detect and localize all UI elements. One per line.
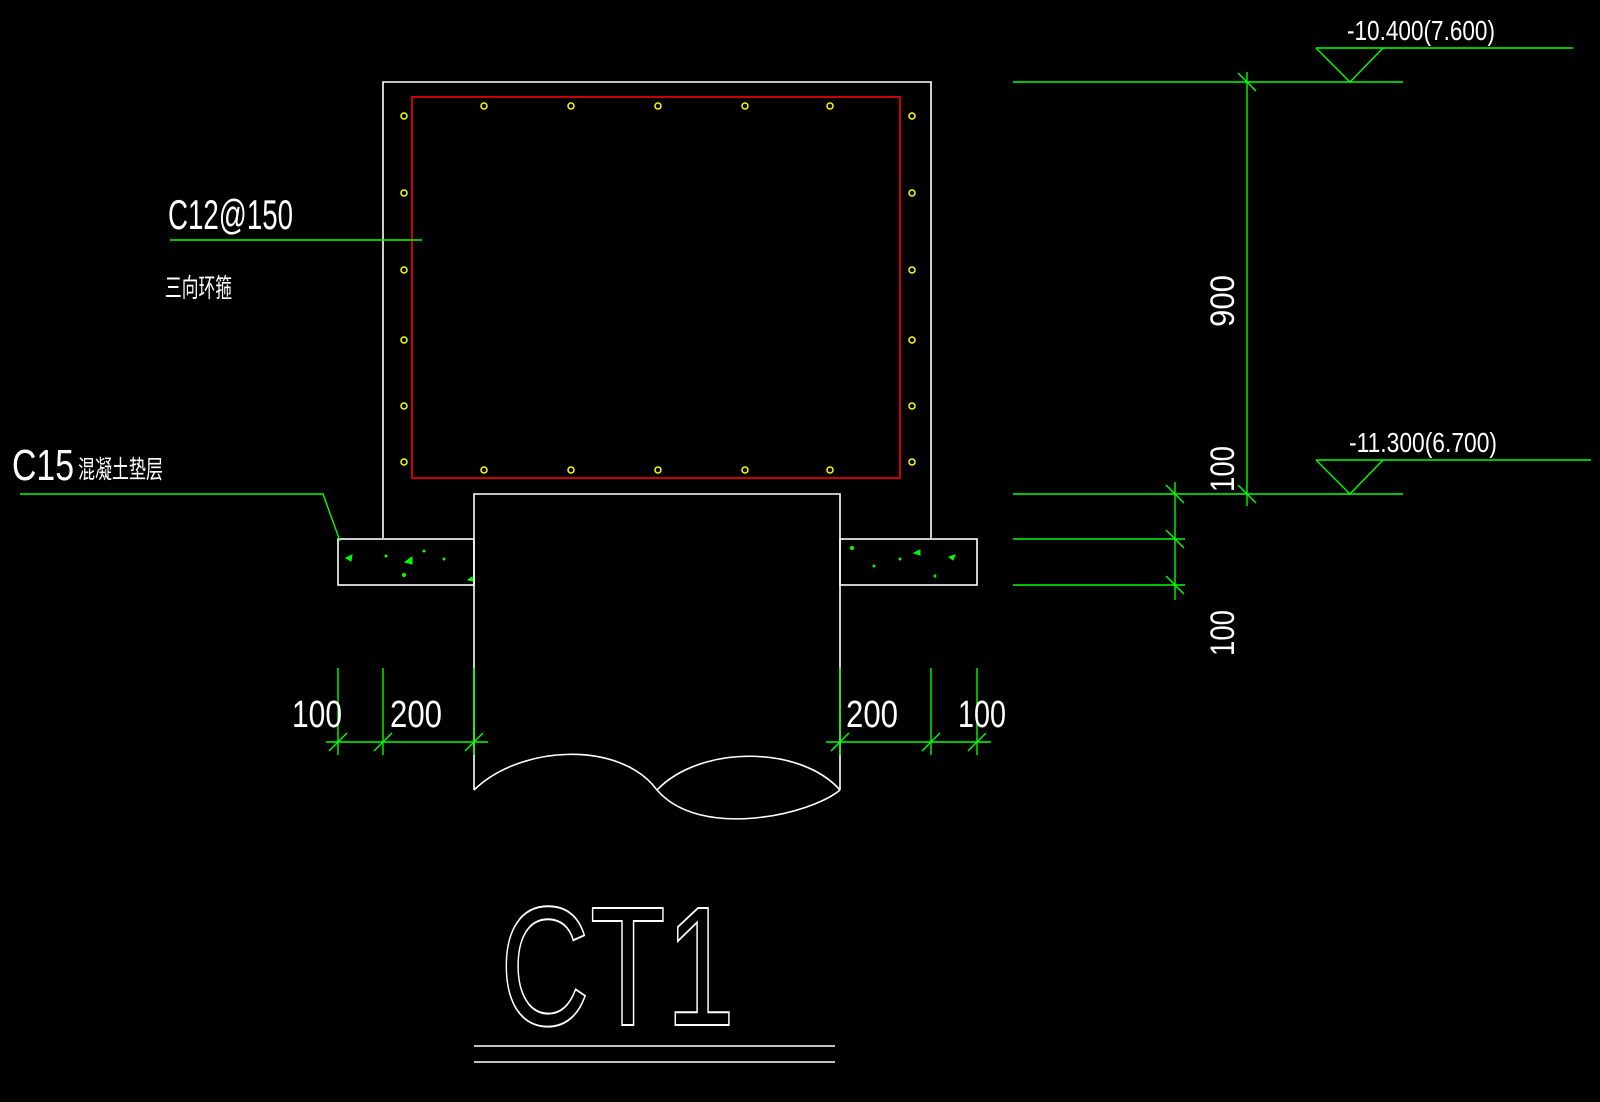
rebar-dot	[741, 102, 749, 110]
cap-outline-walls	[382, 81, 932, 538]
tick-mark	[373, 732, 393, 752]
hatch-mark	[947, 554, 956, 561]
rebar-dot	[908, 266, 916, 274]
cushion-note-label: 混凝土垫层	[78, 455, 163, 484]
tick-mark	[328, 732, 348, 752]
rebar-dots	[400, 102, 916, 474]
rebar-dot	[908, 189, 916, 197]
elevation-top-label: -10.400(7.600)	[1347, 15, 1495, 46]
rebar-dot	[908, 402, 916, 410]
hatch-mark	[466, 576, 474, 582]
elevation-bottom-label: -11.300(6.700)	[1349, 427, 1497, 458]
hatch-mark	[850, 546, 854, 550]
elevation-marker-top	[1315, 47, 1573, 83]
dim-label-right-outer: 100	[958, 694, 1006, 736]
rebar-dot	[400, 266, 408, 274]
hatch-mark	[422, 549, 426, 553]
hatch-mark	[442, 557, 446, 561]
rebar-dot	[400, 189, 408, 197]
title-underline	[474, 1045, 835, 1063]
rebar-dot	[654, 466, 662, 474]
pile-outline	[473, 493, 841, 790]
elevation-marker-bottom	[1315, 459, 1591, 495]
vertical-dimensions	[1013, 72, 1403, 600]
tick-mark	[1237, 72, 1257, 92]
rebar-dot	[908, 458, 916, 466]
rebar-dot	[400, 112, 408, 120]
rebar-dot	[741, 466, 749, 474]
hatch-mark	[384, 554, 388, 558]
pile	[473, 493, 841, 820]
dim-label-900: 900	[1204, 275, 1242, 327]
hatch-mark	[898, 557, 902, 561]
hatch-mark	[402, 573, 406, 577]
leader-lines	[20, 239, 422, 542]
pile-break-line	[656, 755, 841, 791]
tick-mark	[830, 732, 850, 752]
tick-mark	[1165, 575, 1185, 595]
drawing-title: CT1	[500, 872, 735, 1062]
rebar-dot	[908, 336, 916, 344]
rebar-dot	[826, 466, 834, 474]
hatch-mark	[872, 564, 876, 568]
dim-label-100-upper: 100	[1204, 446, 1242, 492]
rebar-dot	[567, 466, 575, 474]
cushion-hatch	[344, 546, 956, 582]
elev-top-triangle	[1315, 47, 1384, 83]
tick-mark	[921, 732, 941, 752]
rebar-dot	[567, 102, 575, 110]
hatch-mark	[403, 556, 413, 565]
rebar-dot	[480, 466, 488, 474]
rebar-cage	[411, 96, 901, 479]
rebar-spec-label: C12@150	[168, 191, 293, 238]
rebar-dot	[400, 336, 408, 344]
horizontal-dimensions	[326, 668, 991, 755]
rebar-dot	[400, 458, 408, 466]
rebar-note-label: 三向环箍	[165, 274, 232, 304]
rebar-dot	[826, 102, 834, 110]
rebar-dot	[480, 102, 488, 110]
hatch-mark	[933, 574, 937, 578]
hatch-mark	[344, 554, 353, 562]
tick-mark	[1165, 529, 1185, 549]
tick-mark	[967, 732, 987, 752]
rebar-dot	[654, 102, 662, 110]
rebar-dot	[908, 112, 916, 120]
dim-label-100-lower: 100	[1204, 610, 1242, 656]
rebar-dot	[400, 402, 408, 410]
hatch-mark	[912, 549, 921, 556]
tick-mark	[1165, 484, 1185, 504]
cushion-leader	[20, 493, 341, 542]
pile-cap-outline	[382, 81, 932, 538]
dim-label-left-inner: 200	[390, 694, 442, 736]
dim-label-right-inner: 200	[846, 694, 898, 736]
elev-bottom-triangle	[1315, 459, 1384, 495]
tick-mark	[464, 732, 484, 752]
tick-mark	[1237, 484, 1257, 504]
dim-label-left-outer: 100	[292, 694, 342, 736]
cushion-grade-label: C15	[12, 441, 74, 490]
